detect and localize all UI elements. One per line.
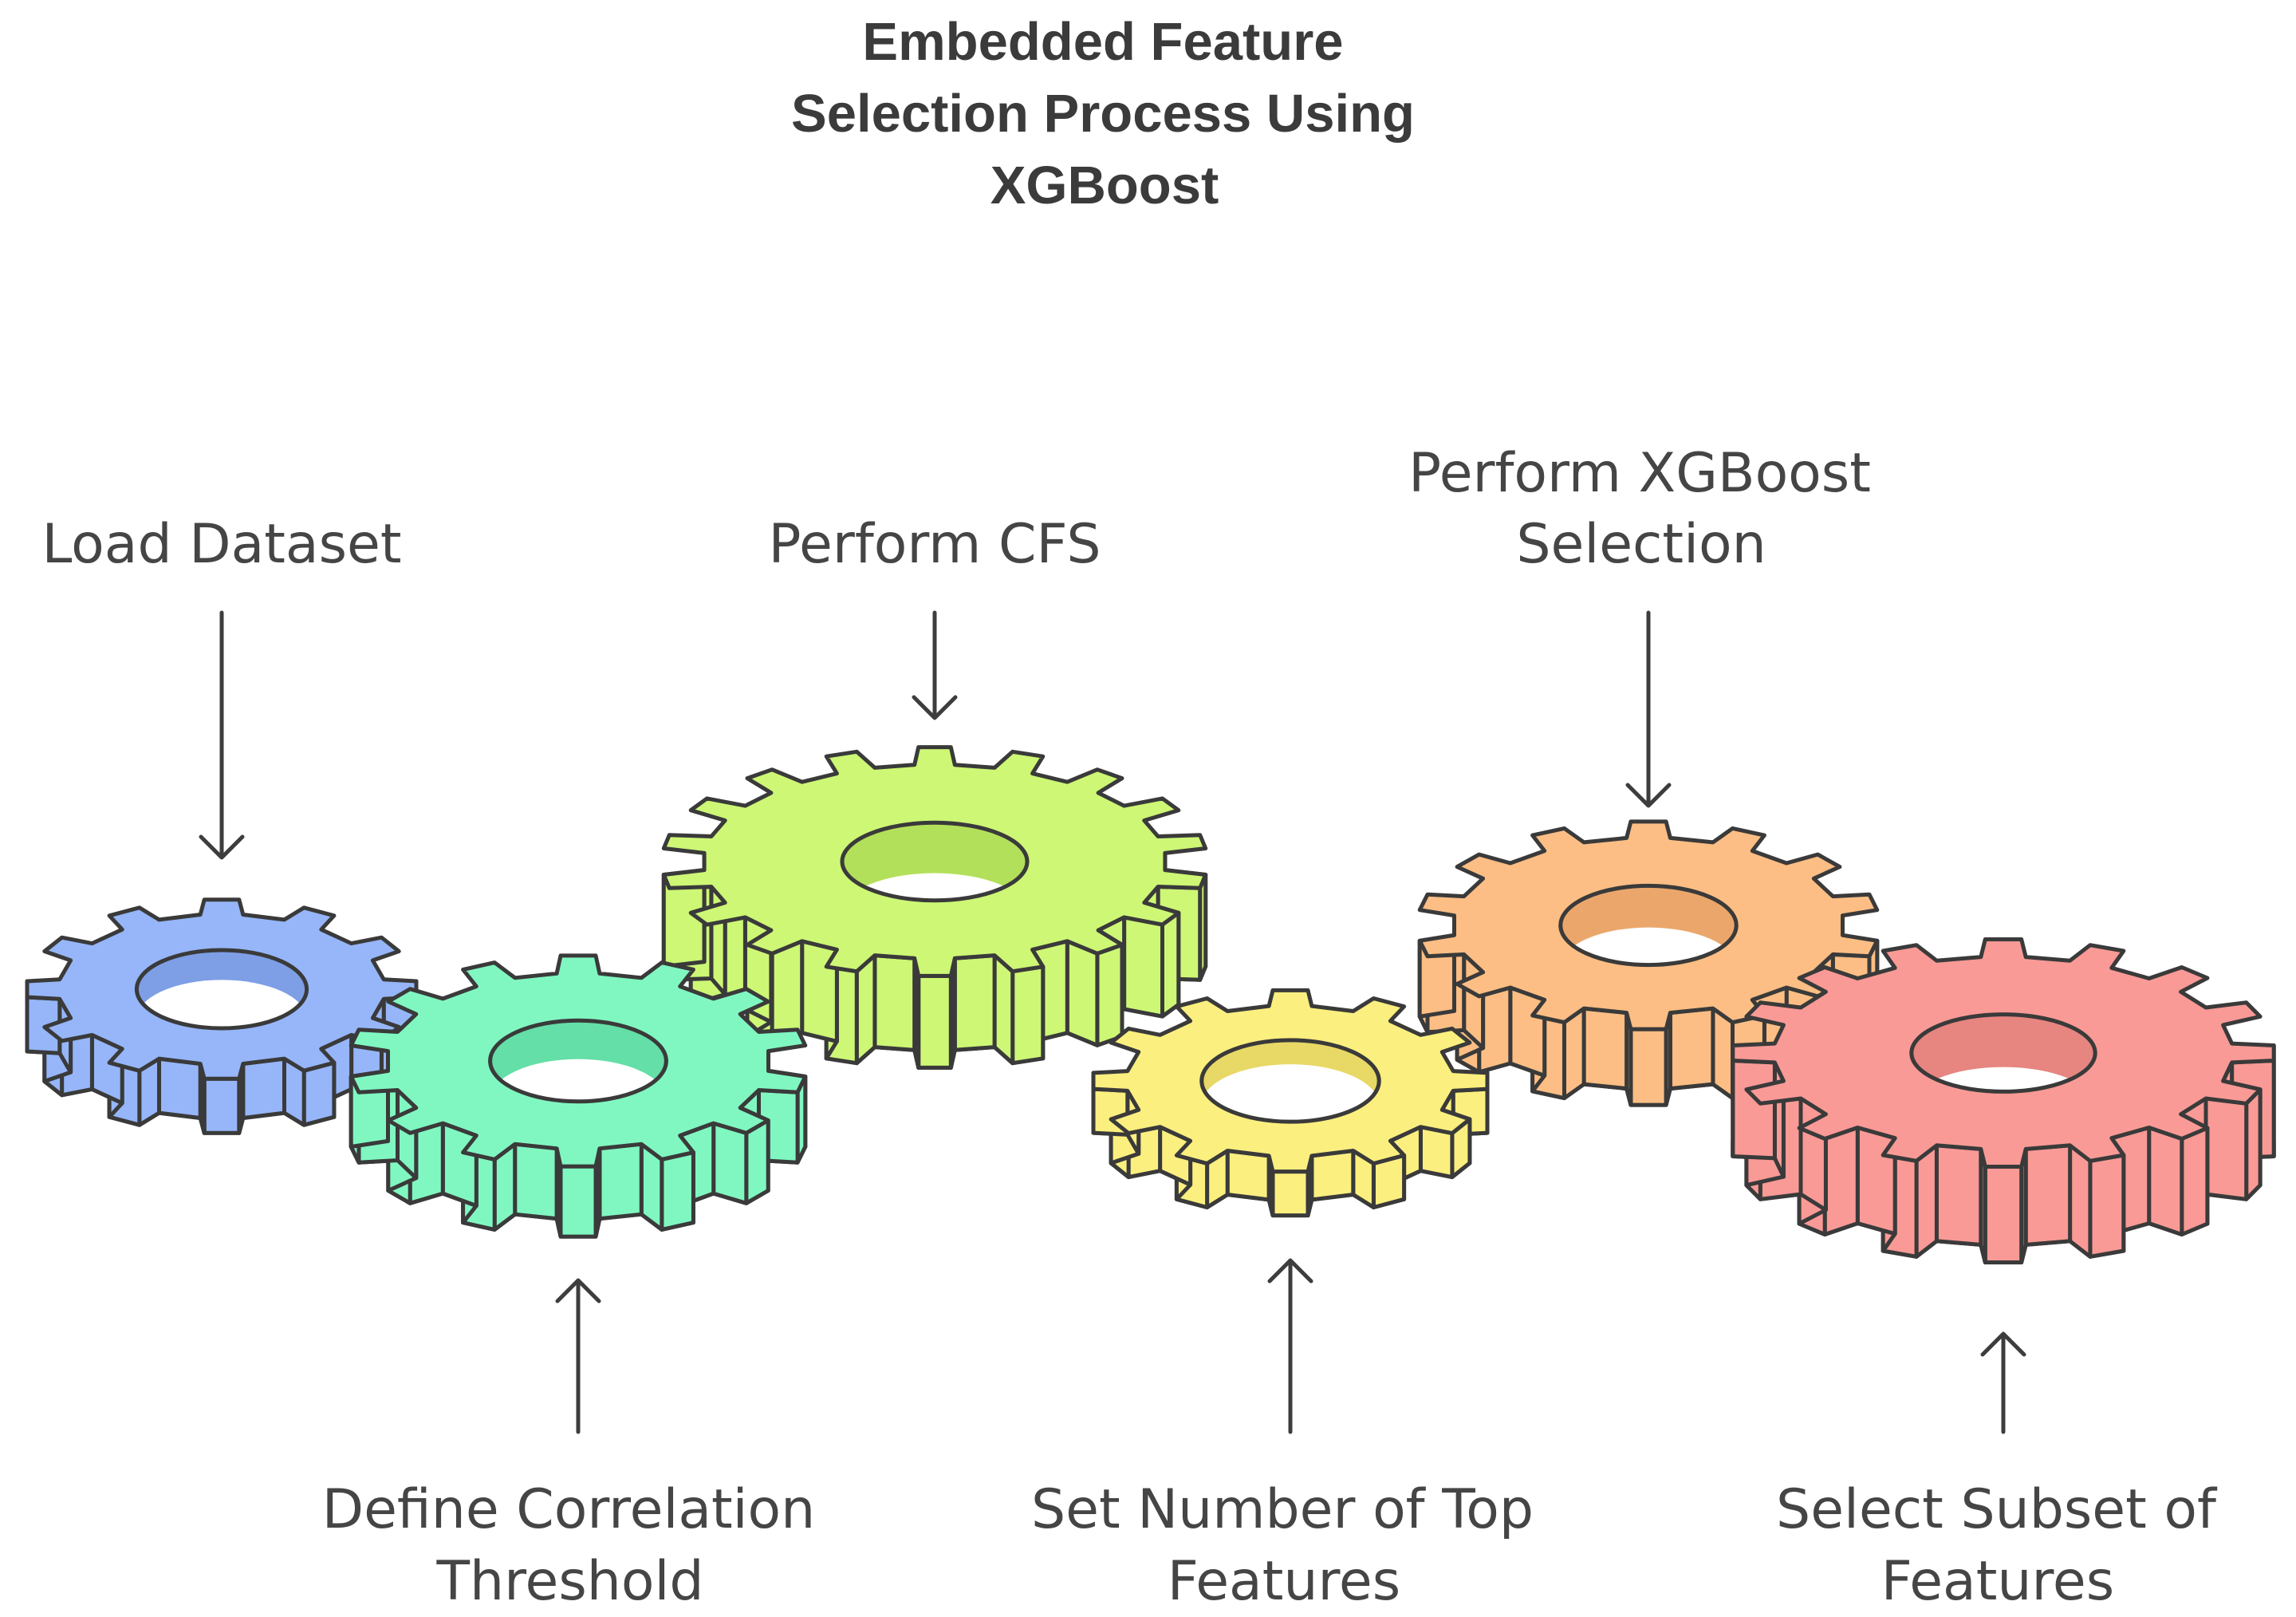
label-line: Select Subset of [1776, 1478, 2218, 1541]
gear-side-face [2088, 1153, 2126, 1259]
gear-side-face [2203, 1096, 2249, 1201]
gear-set-number-of-top-features [1091, 988, 1490, 1218]
label-load-dataset: Load Dataset [41, 513, 401, 576]
arrow-select-subset-of-features [1980, 1331, 2026, 1434]
gear-side-face [2068, 1143, 2093, 1259]
gear-side-face [1122, 915, 1164, 1019]
gear-side-face [301, 1060, 337, 1127]
gear-side-face [513, 1142, 559, 1221]
gear-side-face [1160, 910, 1181, 1019]
gear-side-face [711, 1121, 749, 1205]
gear-hole-opening [1560, 927, 1737, 965]
gear-side-face [558, 1164, 598, 1239]
gear-hole-opening [136, 980, 307, 1029]
gear-hole-opening [842, 873, 1027, 901]
label-line: Features [1168, 1550, 1400, 1613]
gear-hole-rim [840, 820, 1030, 903]
label-line: Perform XGBoost [1408, 442, 1871, 505]
gear-hole-opening [1201, 1064, 1380, 1122]
gear-side-face [1225, 1149, 1271, 1202]
arrow-perform-xgboost-selection [1625, 610, 1672, 808]
gear-side-face [2244, 1087, 2263, 1201]
gear-hole-rim [1199, 1038, 1381, 1124]
gear-side-face [2147, 1126, 2184, 1236]
gear-side-face [1065, 939, 1100, 1047]
label-line: Set Number of Top [1031, 1478, 1534, 1541]
gear-side-face [1983, 1165, 2024, 1264]
arrow-define-correlation-threshold [555, 1278, 601, 1434]
gear-side-face [1508, 985, 1547, 1078]
gear-side-face [2023, 1143, 2073, 1247]
label-line: Define Correlation [322, 1478, 816, 1541]
arrow-load-dataset [199, 610, 245, 860]
gear-side-face [1095, 942, 1124, 1047]
gear-hole-rim [134, 948, 309, 1031]
label-line: Features [1881, 1550, 2114, 1613]
label-define-correlation-threshold: Define Correlation Threshold [322, 1478, 819, 1613]
gear-side-face [1581, 1006, 1629, 1091]
gear-side-face [872, 953, 917, 1052]
gear-side-face [1270, 1169, 1310, 1218]
arrow-set-number-of-top-features [1267, 1258, 1313, 1434]
gear-define-correlation-threshold [349, 953, 808, 1239]
label-perform-xgboost-selection: Perform XGBoost Selection [1408, 442, 1874, 576]
title-line: Embedded Feature [862, 12, 1343, 72]
label-set-number-of-top-features: Set Number of Top Features [1031, 1478, 1537, 1613]
gear-side-face [916, 973, 953, 1070]
label-line: Load Dataset [41, 513, 401, 576]
gear-perform-cfs [661, 745, 1208, 1070]
gear-side-face [952, 953, 997, 1052]
gear-side-face [1731, 1059, 1777, 1161]
gear-select-subset-of-features [1731, 937, 2276, 1264]
gear-side-face [1309, 1149, 1356, 1202]
gear-side-face [2180, 1126, 2210, 1236]
gear-side-face [241, 1056, 286, 1120]
gear-side-face [1822, 1126, 1860, 1236]
gear-side-face [1418, 1125, 1455, 1180]
label-line: Threshold [435, 1550, 703, 1613]
label-select-subset-of-features: Select Subset of Features [1776, 1478, 2219, 1613]
gear-side-face [597, 1142, 644, 1221]
gear-side-face [202, 1076, 242, 1135]
gear-side-face [1934, 1143, 1983, 1247]
label-perform-cfs: Perform CFS [768, 513, 1101, 576]
title-line: Selection Process Using [791, 84, 1415, 144]
gear-side-face [157, 1056, 203, 1120]
diagram-title: Embedded Feature Selection Process Using… [791, 12, 1418, 215]
gear-side-face [1010, 964, 1046, 1066]
gear-side-face [1914, 1143, 1939, 1259]
gear-hole-rim [488, 1018, 668, 1104]
gear-hole-rim [1558, 883, 1739, 968]
arrow-perform-cfs [912, 610, 958, 720]
label-line: Selection [1516, 513, 1766, 576]
label-line: Perform CFS [768, 513, 1101, 576]
gear-side-face [1628, 1027, 1668, 1107]
title-line: XGBoost [990, 156, 1219, 215]
gear-side-face [1668, 1006, 1715, 1091]
gear-hole-rim [1909, 1012, 2097, 1094]
gear-side-face [660, 1150, 695, 1232]
